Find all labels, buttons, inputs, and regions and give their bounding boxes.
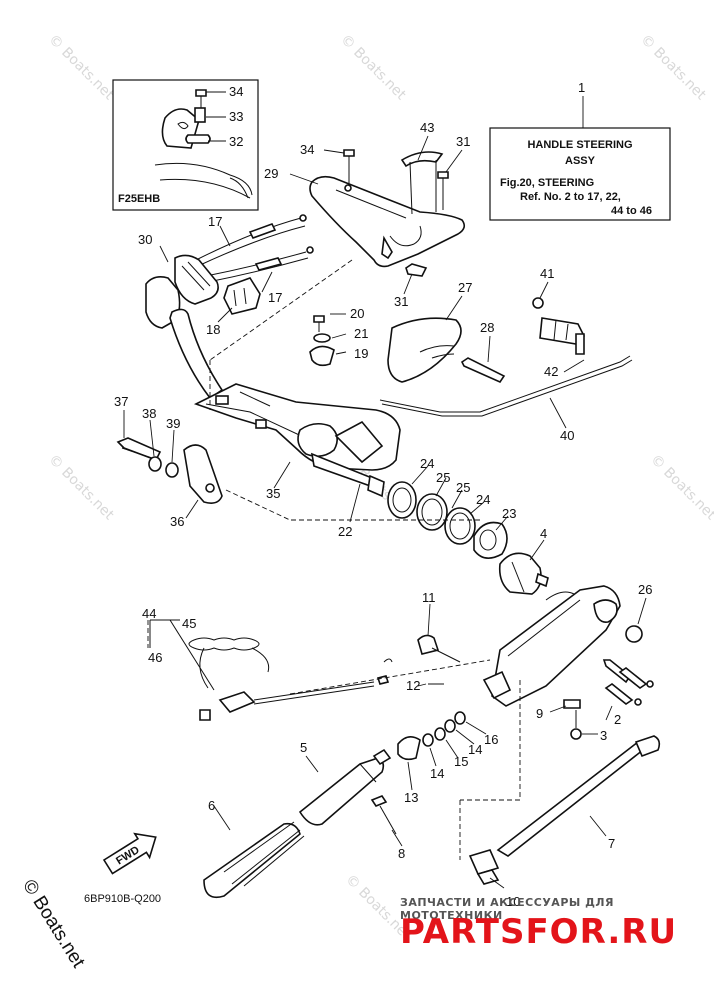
bolts-37-39-bracket-36	[116, 410, 223, 519]
callout-20: 20	[350, 306, 364, 321]
callout-9: 9	[536, 706, 543, 721]
callout-17b: 17	[268, 290, 282, 305]
callout-34: 34	[300, 142, 314, 157]
watermark: © Boats.net	[45, 452, 117, 524]
small-parts-19-21	[309, 313, 347, 367]
callout-28: 28	[480, 320, 494, 335]
housing-2	[482, 585, 654, 740]
note-fig-line: Fig.20, STEERING	[500, 177, 594, 189]
callout-8: 8	[398, 846, 405, 861]
small-parts-11-16	[397, 603, 487, 791]
rod-7-bracket-10	[468, 735, 661, 889]
watermark: © Boats.net	[647, 452, 714, 524]
callout-7: 7	[608, 836, 615, 851]
callout-36: 36	[170, 514, 184, 529]
callout-14b: 14	[468, 742, 482, 757]
callout-11: 11	[422, 590, 436, 605]
callout-40: 40	[560, 428, 574, 443]
callout-13: 13	[404, 790, 418, 805]
callout-25: 25	[436, 470, 450, 485]
callout-19: 19	[354, 346, 368, 361]
callout-25b: 25	[456, 480, 470, 495]
note-title-line1: HANDLE STEERING	[527, 139, 632, 151]
callout-14: 14	[430, 766, 444, 781]
callout-26: 26	[638, 582, 652, 597]
note-ref-line2: 44 to 46	[611, 205, 652, 217]
upper-bracket-group	[289, 135, 466, 295]
callout-27: 27	[458, 280, 472, 295]
callout-29: 29	[264, 166, 278, 181]
inset-callout: 33	[229, 109, 243, 124]
collar-4	[498, 539, 549, 595]
watermark: © Boats.net	[637, 32, 709, 104]
callout-4: 4	[540, 526, 547, 541]
callout-43: 43	[420, 120, 434, 135]
site-logo: PARTSFOR.RU	[400, 912, 678, 952]
callout-37: 37	[114, 394, 128, 409]
note-callout: 1	[578, 80, 585, 95]
callout-16: 16	[484, 732, 498, 747]
callout-46: 46	[148, 650, 162, 665]
callout-10: 10	[506, 894, 520, 909]
inset-callout: 34	[229, 84, 243, 99]
inset-model-label: F25EHB	[118, 193, 160, 205]
steering-arm-group	[169, 308, 401, 523]
callout-42: 42	[544, 364, 558, 379]
callout-17: 17	[208, 214, 222, 229]
fwd-arrow: FWD	[102, 832, 157, 875]
callout-21: 21	[354, 326, 368, 341]
callout-15: 15	[454, 754, 468, 769]
callout-23: 23	[502, 506, 516, 521]
callout-24: 24	[420, 456, 434, 471]
rings-group	[387, 465, 509, 559]
watermark: © Boats.net	[45, 32, 117, 104]
callout-41: 41	[540, 266, 554, 281]
callout-44: 44	[142, 606, 156, 621]
callout-38: 38	[142, 406, 156, 421]
inset-box: 34 33 32 F25EHB	[112, 79, 259, 211]
callout-5: 5	[300, 740, 307, 755]
callout-24b: 24	[476, 492, 490, 507]
callout-30: 30	[138, 232, 152, 247]
drawing-code: 6BP910B-Q200	[84, 893, 161, 905]
callout-labels: 2 3 4 5 6 7 8 9 10 11 12 13 14 14 15 16 …	[114, 120, 652, 909]
callout-35: 35	[266, 486, 280, 501]
callout-22: 22	[338, 524, 352, 539]
callout-3: 3	[600, 728, 607, 743]
callout-45: 45	[182, 616, 196, 631]
callout-18: 18	[206, 322, 220, 337]
grip-group	[203, 748, 403, 899]
note-ref-line1: Ref. No. 2 to 17, 22,	[520, 191, 621, 203]
callout-31: 31	[394, 294, 408, 309]
inset-callout: 32	[229, 134, 243, 149]
callout-2: 2	[614, 712, 621, 727]
throttle-cable-group	[379, 281, 633, 429]
note-box: 1 HANDLE STEERING ASSY Fig.20, STEERING …	[489, 80, 671, 221]
site-banner-text: ЗАПЧАСТИ И АКСЕССУАРЫ ДЛЯ МОТОТЕХНИКИ	[400, 896, 615, 922]
callout-12: 12	[406, 678, 420, 693]
callout-6: 6	[208, 798, 215, 813]
callout-39: 39	[166, 416, 180, 431]
stop-switch-cord	[149, 619, 491, 721]
cables-group	[145, 214, 314, 329]
reference-lines	[147, 259, 521, 860]
cover-27-bolt-28	[387, 295, 506, 384]
note-title-line2: ASSY	[565, 155, 596, 167]
watermark: © Boats.net	[337, 32, 409, 104]
callout-31b: 31	[456, 134, 470, 149]
